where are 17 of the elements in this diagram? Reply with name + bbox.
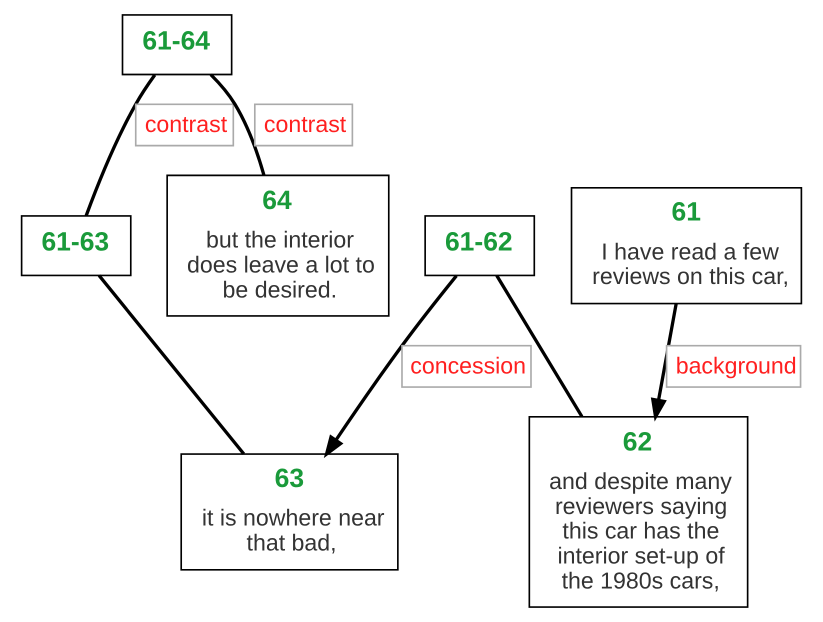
node-box: 61-63 — [20, 215, 132, 276]
node-box: 62 and despite many reviewers saying this car has the interior set-up of the 1980s cars, — [528, 416, 748, 608]
connector — [98, 274, 246, 455]
node-box: 61-64 — [122, 14, 232, 76]
edge-label: contrast — [144, 110, 228, 137]
connector — [210, 73, 266, 176]
edge-label: concession — [410, 352, 526, 378]
node-box: 61 I have read a few reviews on this car, — [570, 186, 802, 304]
edge-label: contrast — [264, 110, 346, 137]
connector — [495, 274, 584, 418]
node-box: 64 but the interior does leave a lot to be desired. — [166, 174, 390, 317]
connector — [84, 74, 156, 216]
arrow — [650, 303, 678, 422]
arrow — [324, 274, 458, 458]
node-box: 61-62 — [424, 215, 536, 276]
node-box: 63 it is nowhere near that bad, — [180, 453, 399, 571]
edge-label: background — [676, 352, 797, 378]
